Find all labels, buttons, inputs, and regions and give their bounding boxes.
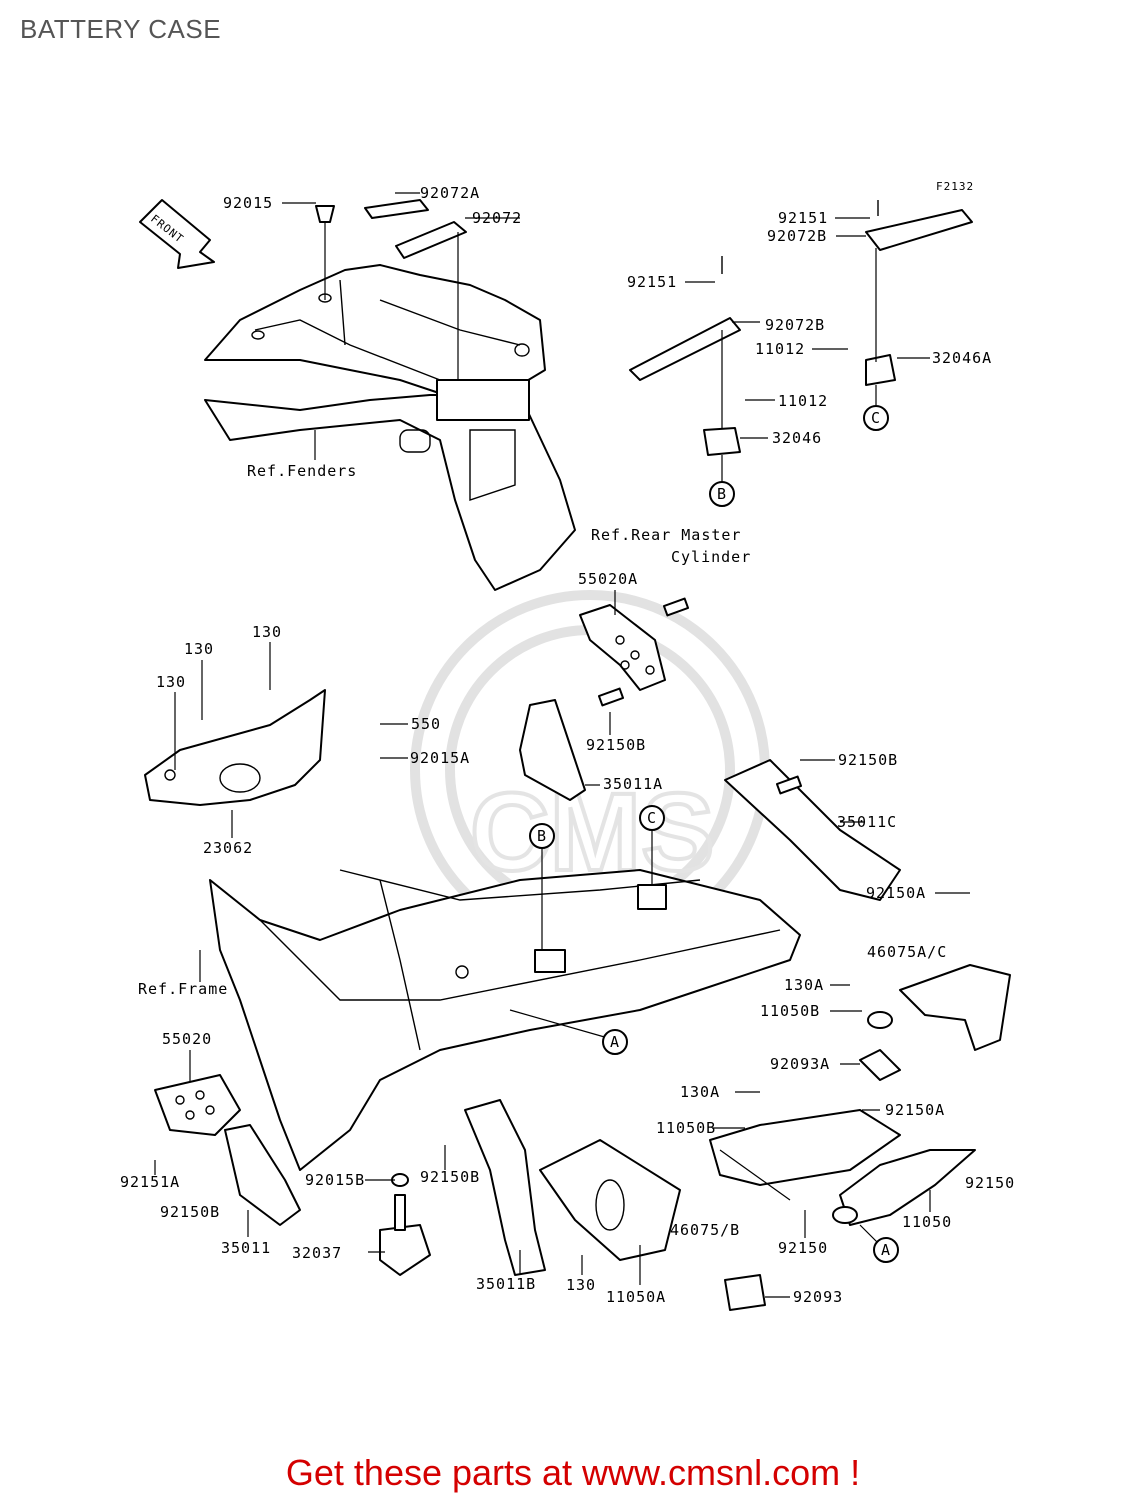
part-label: 35011 [221,1239,271,1257]
battery-band-set [629,200,973,456]
footrest-left [154,1074,431,1276]
part-label: 130 [566,1276,596,1294]
part-label: 92072B [767,227,827,245]
part-label: 11050B [656,1119,716,1137]
part-label: 92015A [410,749,470,767]
part-label: 23062 [203,839,253,857]
part-label: 92072A [420,184,480,202]
part-label: 130A [784,976,824,994]
part-label: 92150B [586,736,646,754]
part-label: 92150B [160,1203,220,1221]
part-label: 92072 [472,209,522,227]
ref-rear-master-label: Ref.Rear Master [591,526,741,544]
part-label: 32046A [932,349,992,367]
part-label: 92015B [305,1171,365,1189]
part-label: 130 [184,640,214,658]
part-label: 92150 [778,1239,828,1257]
part-label: 35011B [476,1275,536,1293]
part-label: 550 [411,715,441,733]
part-label: 46075/B [670,1221,740,1239]
ref-rear-master-label-2: Cylinder [671,548,751,566]
rear-master-cylinder-bracket [519,597,901,901]
callout-c-top: C [863,405,889,431]
part-label: 130 [156,673,186,691]
battery-straps-top [315,199,467,259]
battery-case-cover [144,689,326,806]
part-label: 92151A [120,1173,180,1191]
part-label: 55020 [162,1030,212,1048]
rear-step-center [464,1099,681,1276]
part-label: 46075A/C [867,943,947,961]
part-label: 11012 [778,392,828,410]
part-label: 92093A [770,1055,830,1073]
callout-a-guard: A [873,1237,899,1263]
part-label: 130A [680,1083,720,1101]
callout-a-frame: A [602,1029,628,1055]
part-label: 92150B [420,1168,480,1186]
callout-b-frame: B [529,823,555,849]
front-arrow-icon: FRONT [139,199,215,269]
part-label: 92015 [223,194,273,212]
rear-guard-right [709,964,1011,1311]
part-label: 92150A [866,884,926,902]
part-label: 92150A [885,1101,945,1119]
svg-text:B: B [717,485,727,503]
svg-text:B: B [537,827,547,845]
part-label: 11050A [606,1288,666,1306]
part-label: 11012 [755,340,805,358]
part-label: 35011A [603,775,663,793]
svg-text:A: A [881,1241,891,1259]
part-label: 55020A [578,570,638,588]
callout-b-top: B [709,481,735,507]
part-label: 11050 [902,1213,952,1231]
part-label: 11050B [760,1002,820,1020]
svg-text:C: C [871,409,881,427]
page-title: BATTERY CASE [20,14,222,44]
figure-code: F2132 [936,180,974,193]
part-label: 35011C [837,813,897,831]
part-label: 32037 [292,1244,342,1262]
part-label: 92151 [778,209,828,227]
part-label: 92072B [765,316,825,334]
part-label: 92093 [793,1288,843,1306]
frame [209,869,801,1171]
svg-text:A: A [610,1033,620,1051]
part-label: 92150 [965,1174,1015,1192]
leader-lines [154,192,970,1298]
part-label: 92150B [838,751,898,769]
battery-case-assembly [204,264,576,591]
callout-c-frame: C [639,805,665,831]
svg-text:C: C [647,809,657,827]
ref-frame-label: Ref.Frame [138,980,228,998]
footer-link-text[interactable]: Get these parts at www.cmsnl.com ! [285,1452,861,1493]
part-labels: 92015 92072A 92072 92151 92072B 92151 92… [120,184,1015,1306]
ref-fenders-label: Ref.Fenders [247,462,357,480]
part-label: 32046 [772,429,822,447]
part-label: 130 [252,623,282,641]
part-label: 92151 [627,273,677,291]
